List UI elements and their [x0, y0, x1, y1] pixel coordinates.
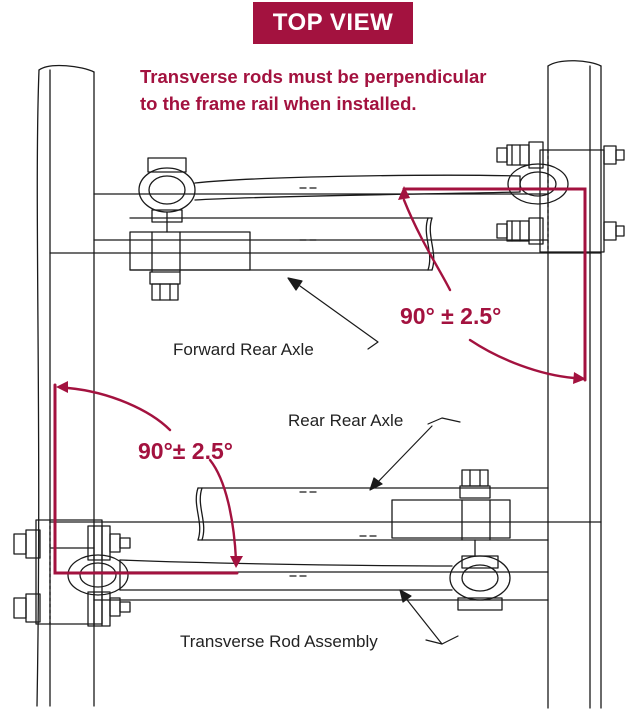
- view-title-banner: TOP VIEW: [253, 2, 413, 44]
- upper-arrowhead-bottom: [573, 372, 586, 384]
- lower-arrowhead-top: [56, 381, 68, 393]
- rear-rear-axle-label: Rear Rear Axle: [288, 411, 404, 430]
- lower-left-bracket: [13, 519, 131, 627]
- lower-arrowhead-bottom: [230, 556, 243, 568]
- lower-angle-arc-bottom: [208, 458, 238, 562]
- lower-angle-label: 90°± 2.5°: [138, 438, 233, 464]
- rear-axle-ubolt: [459, 469, 491, 557]
- upper-angle-reference: [402, 187, 587, 382]
- upper-angle-arc-bottom: [468, 338, 576, 380]
- upper-angle-arc-top: [402, 198, 452, 292]
- forward-rear-axle-housing: [129, 217, 435, 273]
- upper-arrowhead-top: [398, 186, 410, 200]
- transverse-rod-assembly-label: Transverse Rod Assembly: [180, 632, 378, 651]
- right-frame-rail: [547, 60, 602, 709]
- upper-right-bracket: [496, 141, 625, 253]
- leader-lines: [287, 277, 461, 645]
- installation-note: Transverse rods must be perpendicular to…: [140, 66, 487, 114]
- lower-angle-reference: [53, 383, 239, 575]
- lower-angle-arc-top: [66, 386, 172, 432]
- upper-angle-label: 90° ± 2.5°: [400, 303, 502, 329]
- upper-transverse-rod: [138, 157, 569, 233]
- view-title: TOP VIEW: [272, 9, 394, 36]
- lower-transverse-rod: [67, 554, 511, 611]
- forward-axle-ubolt: [149, 271, 181, 301]
- rear-rear-axle-housing: [195, 487, 549, 541]
- forward-rear-axle-label: Forward Rear Axle: [173, 340, 314, 359]
